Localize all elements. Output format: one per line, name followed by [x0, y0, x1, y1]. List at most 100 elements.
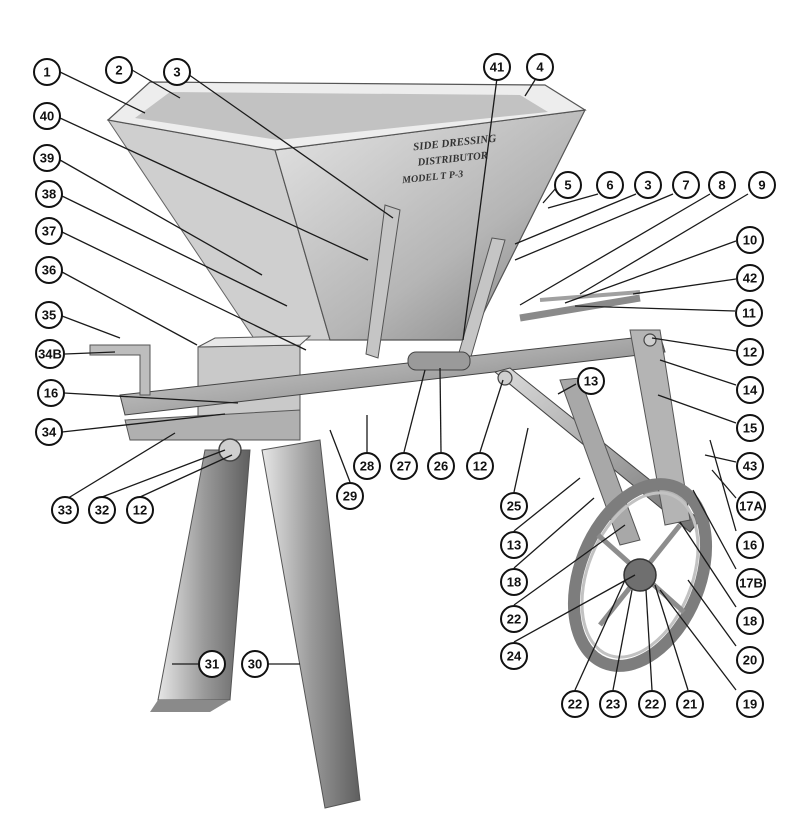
callout-10: 10: [736, 226, 764, 254]
svg-text:1: 1: [43, 65, 50, 80]
svg-text:39: 39: [40, 151, 54, 166]
callout-9: 9: [748, 171, 776, 199]
delivery-box-top: [197, 335, 312, 348]
leader-2: [131, 69, 181, 99]
svg-text:18: 18: [507, 575, 521, 590]
callout-19: 19: [736, 690, 764, 718]
svg-text:12: 12: [743, 345, 757, 360]
callout-13-upper: 13: [577, 367, 605, 395]
svg-text:25: 25: [507, 499, 521, 514]
svg-text:19: 19: [743, 697, 757, 712]
svg-text:14: 14: [743, 383, 758, 398]
gauge-wheel: [567, 478, 713, 672]
leader-6: [547, 193, 599, 209]
leader-37: [61, 231, 307, 351]
callout-34b: 34B: [35, 339, 65, 369]
svg-text:9: 9: [758, 178, 765, 193]
svg-text:12: 12: [133, 503, 147, 518]
svg-text:22: 22: [507, 612, 521, 627]
svg-text:4: 4: [536, 60, 544, 75]
bolt-arm-pivot: [497, 370, 513, 386]
leader-13b: [513, 477, 581, 532]
callout-18-left: 18: [500, 568, 528, 596]
callout-12-right: 12: [736, 338, 764, 366]
leader-40: [59, 117, 369, 261]
callout-38: 38: [35, 180, 63, 208]
callout-2: 2: [105, 56, 133, 84]
cross-shaft-2: [539, 290, 641, 302]
callout-16-right: 16: [736, 531, 764, 559]
callout-23: 23: [599, 690, 627, 718]
leader-36: [61, 271, 198, 346]
leader-lines: [59, 69, 749, 691]
svg-text:42: 42: [743, 271, 757, 286]
leader-22a: [513, 524, 626, 606]
leader-16b: [709, 439, 737, 532]
gauge-wheel-rim: [580, 491, 700, 659]
leader-12a: [139, 454, 233, 498]
callout-22-b: 22: [561, 690, 589, 718]
svg-text:17A: 17A: [739, 499, 763, 514]
svg-text:43: 43: [743, 459, 757, 474]
svg-text:41: 41: [490, 60, 504, 75]
svg-text:16: 16: [743, 538, 757, 553]
callout-36: 36: [35, 256, 63, 284]
spring: [407, 351, 471, 371]
leader-4: [524, 79, 536, 97]
leader-34: [61, 413, 226, 433]
svg-text:8: 8: [718, 178, 725, 193]
callout-24: 24: [500, 642, 528, 670]
leader-24: [513, 574, 636, 643]
callout-12-mid: 12: [466, 452, 494, 480]
leader-32: [101, 449, 226, 498]
callout-7: 7: [672, 171, 700, 199]
svg-text:7: 7: [682, 178, 689, 193]
svg-text:30: 30: [248, 657, 262, 672]
svg-text:20: 20: [743, 653, 757, 668]
svg-text:13: 13: [507, 538, 521, 553]
leader-25: [513, 427, 529, 493]
leader-8: [519, 193, 711, 306]
callout-31: 31: [198, 650, 226, 678]
callout-22-a: 22: [500, 605, 528, 633]
callout-12-left: 12: [126, 496, 154, 524]
leader-3b: [514, 193, 637, 245]
leader-20: [687, 579, 737, 647]
callout-17a: 17A: [736, 491, 766, 521]
callout-34: 34: [35, 418, 63, 446]
svg-text:18: 18: [743, 614, 757, 629]
leader-39: [59, 159, 263, 276]
leader-13a: [557, 383, 577, 395]
callout-39: 39: [33, 144, 61, 172]
leader-12b: [479, 379, 504, 453]
leader-29: [329, 429, 351, 483]
leader-1: [59, 71, 146, 114]
leader-9: [579, 193, 749, 295]
svg-text:15: 15: [743, 421, 757, 436]
svg-text:29: 29: [343, 489, 357, 504]
callout-42: 42: [736, 264, 764, 292]
callout-15: 15: [736, 414, 764, 442]
leader-42: [632, 278, 737, 295]
svg-text:28: 28: [360, 459, 374, 474]
leader-38: [61, 195, 288, 307]
svg-text:32: 32: [95, 503, 109, 518]
callout-22-c: 22: [638, 690, 666, 718]
leader-16a: [63, 392, 239, 404]
leg-front: [261, 439, 361, 809]
callout-33: 33: [51, 496, 79, 524]
svg-text:12: 12: [473, 459, 487, 474]
callout-3: 3: [163, 58, 191, 86]
callout-13-lower: 13: [500, 531, 528, 559]
callout-14: 14: [736, 376, 764, 404]
svg-text:27: 27: [397, 459, 411, 474]
callout-25: 25: [500, 492, 528, 520]
svg-text:31: 31: [205, 657, 219, 672]
svg-text:6: 6: [606, 178, 613, 193]
cross-shaft: [519, 294, 641, 322]
leader-22b: [574, 579, 626, 691]
leader-23: [612, 589, 633, 691]
leader-5: [542, 187, 557, 204]
svg-text:2: 2: [115, 63, 122, 78]
